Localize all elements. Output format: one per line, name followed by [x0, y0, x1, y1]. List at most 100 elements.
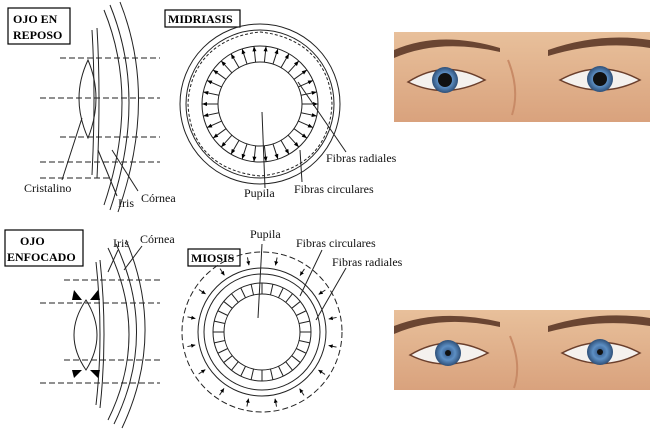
constriction-arrows: [187, 257, 337, 407]
enfocado-line-1: OJO: [20, 234, 45, 248]
ojo-enfocado-box: OJO ENFOCADO: [4, 229, 84, 267]
fiber-arrowhead: [274, 48, 279, 55]
miosis-iris-diagram: [181, 243, 347, 413]
photo-eyes-dilated: [394, 32, 650, 122]
midriasis-iris-diagram: [179, 23, 347, 189]
radial-fiber: [298, 320, 310, 325]
constriction-arrowhead: [299, 271, 304, 276]
ojo-en-reposo-box: OJO EN REPOSO: [7, 7, 71, 45]
miosis-label: MIOSIS: [191, 251, 235, 265]
label-fibras-radiales-top: Fibras radiales: [326, 151, 397, 165]
constriction-arrowhead: [190, 343, 196, 348]
radial-fiber: [240, 366, 246, 377]
label-pupila-top: Pupila: [244, 186, 275, 200]
fiber-arrowhead: [231, 148, 236, 155]
radial-fiber: [291, 301, 301, 309]
fiber-arrowhead: [301, 69, 307, 75]
label-pupila-bottom: Pupila: [250, 227, 281, 241]
radial-fiber: [240, 287, 246, 298]
fiber-arrowhead: [307, 80, 313, 85]
fiber-arrowhead: [207, 80, 213, 85]
fiber-arrowhead: [213, 69, 219, 75]
midriasis-box: MIDRIASIS: [164, 9, 241, 28]
constriction-arrowhead: [318, 369, 323, 374]
pupil-wide: [217, 61, 303, 147]
radial-fibers-top: [202, 46, 318, 162]
fiber-arrowhead: [263, 156, 268, 162]
radial-fiber: [250, 368, 255, 380]
constriction-arrowhead: [328, 316, 334, 321]
fiber-arrowhead: [202, 102, 207, 106]
reposo-line-2: REPOSO: [13, 28, 62, 42]
radial-fiber: [214, 339, 226, 344]
radial-fiber: [285, 361, 293, 371]
label-iris-top: Iris: [118, 196, 134, 210]
fiber-arrowhead: [241, 48, 246, 55]
fiber-arrowhead: [213, 133, 219, 139]
fiber-arrowhead: [221, 142, 227, 148]
constriction-arrowhead: [245, 398, 250, 403]
fiber-arrowhead: [263, 46, 268, 52]
constriction-arrowhead: [220, 388, 225, 393]
radial-fiber: [285, 293, 293, 303]
constriction-arrowhead: [200, 369, 206, 374]
radial-fiber: [231, 293, 239, 303]
eye-cross-section-rest: [40, 1, 160, 213]
fiber-arrowhead: [311, 91, 317, 95]
reposo-line-1: OJO EN: [13, 12, 58, 26]
radial-fiber: [296, 310, 307, 316]
radial-fiber: [250, 284, 255, 296]
radial-fibers-bottom: [213, 283, 311, 381]
radial-fiber: [214, 320, 226, 325]
constriction-arrowhead: [273, 398, 278, 404]
constriction-arrowhead: [299, 388, 304, 394]
pupil-small: [223, 293, 301, 371]
radial-fiber: [231, 361, 239, 371]
fiber-arrowhead: [231, 53, 236, 60]
photo-eyes-constricted: [394, 310, 650, 390]
constriction-arrowhead: [328, 344, 333, 349]
eye-cross-section-focused: [40, 239, 160, 429]
fiber-arrowhead: [203, 113, 209, 117]
constriction-arrowhead: [318, 290, 324, 295]
label-fibras-radiales-bottom: Fibras radiales: [332, 255, 403, 269]
midriasis-label: MIDRIASIS: [168, 12, 233, 26]
fiber-arrowhead: [301, 133, 307, 139]
radial-fiber: [217, 348, 228, 354]
radial-fiber: [223, 301, 233, 309]
radial-fiber: [269, 368, 274, 380]
fiber-arrowhead: [284, 148, 289, 155]
fiber-arrowhead: [252, 46, 257, 52]
fiber-arrowhead: [252, 156, 257, 162]
constriction-arrowhead: [191, 315, 196, 320]
radial-fiber: [269, 284, 274, 296]
fiber-arrowhead: [293, 142, 299, 148]
fiber-arrowhead: [274, 153, 279, 160]
cristalino-focused: [73, 299, 98, 371]
cristalino-lens: [78, 58, 97, 140]
radial-fiber: [217, 310, 228, 316]
cornea-curve: [103, 9, 123, 206]
label-cristalino: Cristalino: [24, 181, 71, 195]
radial-fiber: [296, 348, 307, 354]
constriction-arrowhead: [201, 290, 206, 295]
fiber-arrowhead: [307, 123, 313, 128]
radial-fiber: [278, 287, 284, 298]
radial-fiber: [298, 339, 310, 344]
label-fibras-circulares-bottom: Fibras circulares: [296, 236, 376, 250]
fiber-arrowhead: [207, 123, 213, 128]
fiber-arrowhead: [241, 153, 246, 160]
radial-fiber: [291, 355, 301, 363]
fiber-arrowhead: [311, 113, 317, 117]
fiber-arrowhead: [203, 91, 209, 95]
constriction-arrowhead: [246, 260, 251, 266]
label-fibras-circulares-top: Fibras circulares: [294, 182, 374, 196]
fiber-arrowhead: [221, 60, 227, 66]
constriction-arrowhead: [274, 261, 279, 266]
enfocado-line-2: ENFOCADO: [7, 250, 76, 264]
radial-fiber: [223, 355, 233, 363]
label-cornea-bottom: Córnea: [140, 232, 175, 246]
constriction-arrowhead: [220, 270, 225, 276]
